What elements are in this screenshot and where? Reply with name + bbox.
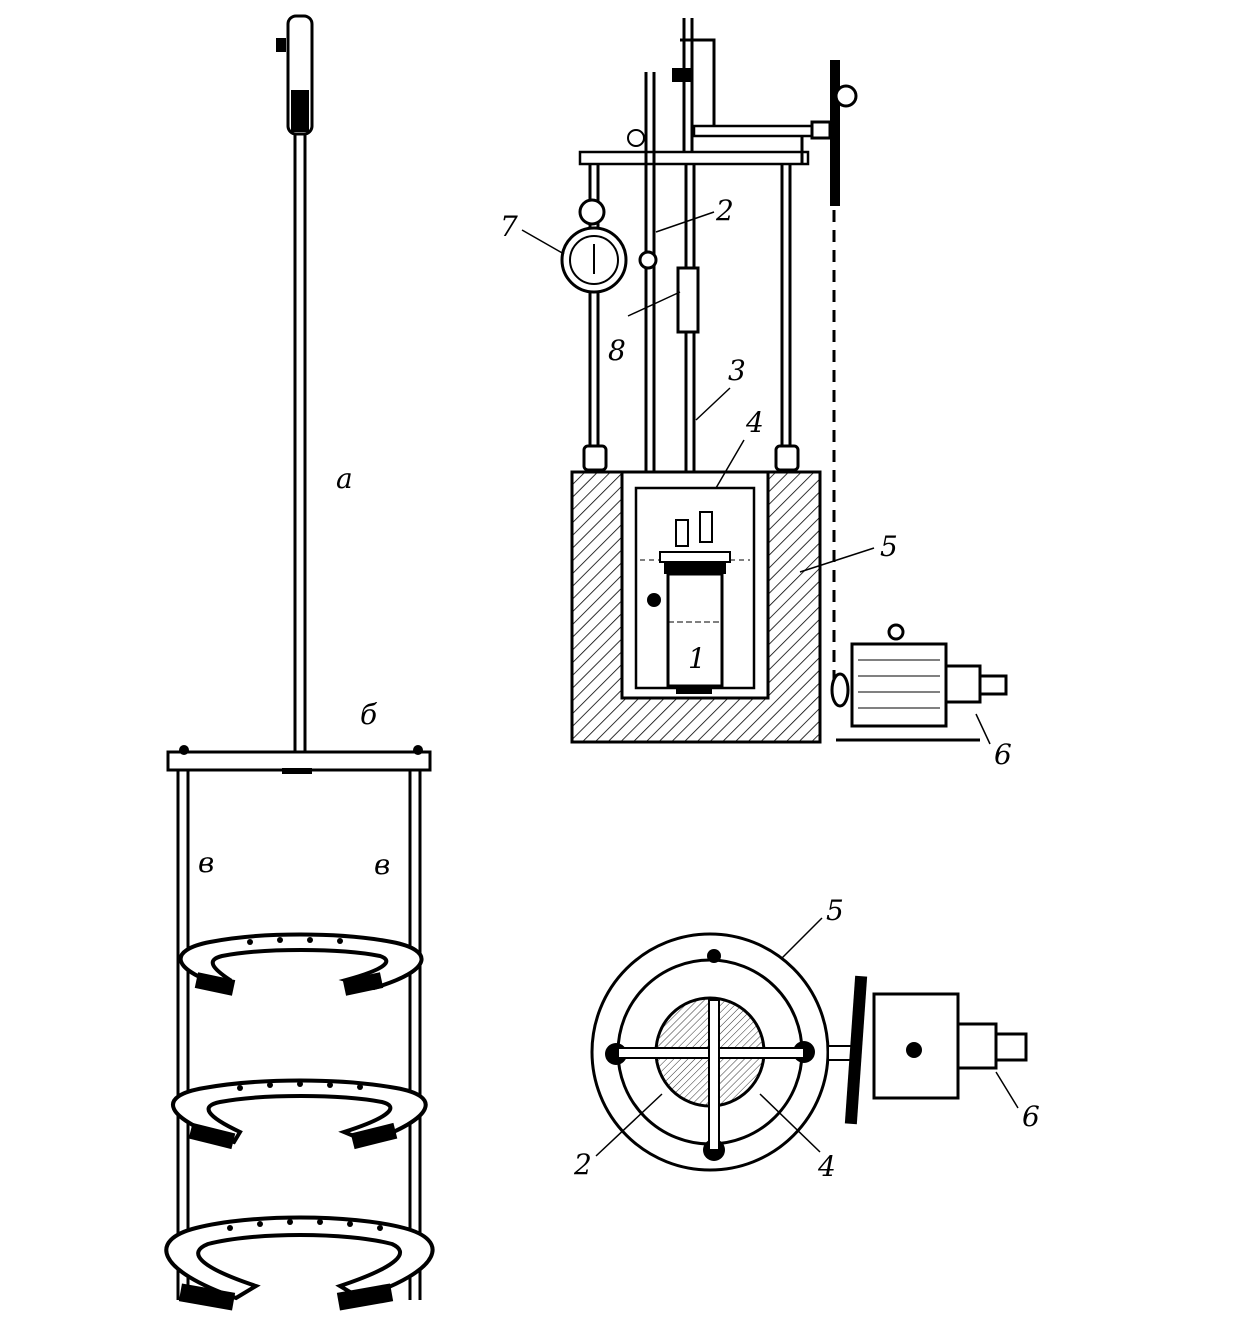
reaction-vessel (647, 511, 731, 694)
apparatus-section-drawing: 7 2 8 3 4 5 1 6 (500, 18, 1012, 771)
label-top-motor-6: 6 (1022, 1100, 1040, 1133)
label-shaft-2: 2 (715, 194, 734, 227)
stirrer-rods (176, 770, 422, 1300)
label-gauge-7: 7 (500, 210, 518, 243)
label-top-bath-4: 4 (817, 1150, 836, 1183)
stirrer-ring-3 (164, 1215, 435, 1311)
label-rod-3: 3 (728, 354, 746, 387)
label-top-shaft-2: 2 (573, 1148, 592, 1181)
label-bath-4: 4 (745, 406, 764, 439)
stirrer-drawing: а б в в (164, 14, 435, 1311)
label-casing-5: 5 (880, 530, 898, 563)
stirrer-ring-1 (178, 932, 424, 996)
label-fitting-8: 8 (608, 334, 626, 367)
frame-posts (582, 164, 800, 472)
label-top-casing-5: 5 (826, 894, 844, 927)
electric-motor (830, 623, 1008, 742)
label-rod-right-v: в (374, 848, 390, 881)
label-motor-6: 6 (994, 738, 1012, 771)
label-shaft-a: а (336, 462, 353, 495)
apparatus-top-view: 5 2 4 6 (573, 894, 1040, 1183)
pressure-gauge (560, 198, 628, 294)
stirrer-crossbar (166, 750, 432, 772)
label-vessel-1: 1 (688, 642, 706, 675)
label-crossbar-b: б (360, 698, 378, 731)
stirrer-ring-2 (171, 1078, 428, 1150)
label-rod-left-v: в (198, 846, 214, 879)
stirrer-shaft (293, 134, 307, 752)
